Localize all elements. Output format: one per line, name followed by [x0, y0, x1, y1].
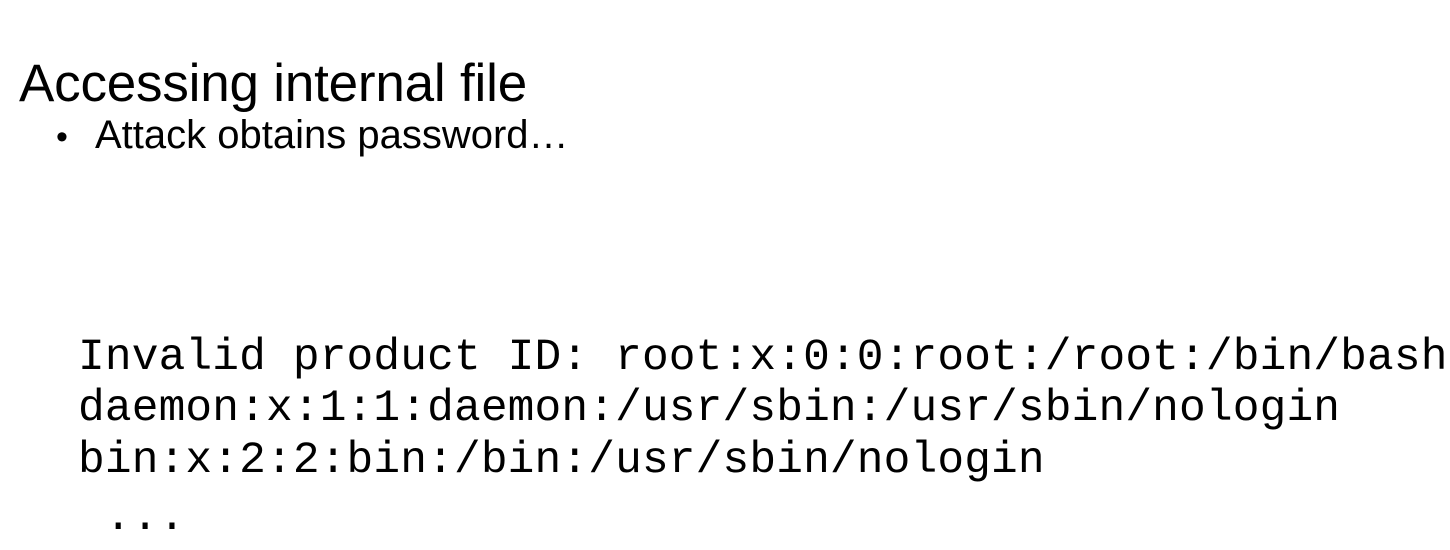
list-item: • Attack obtains password…: [56, 112, 569, 159]
code-line: Invalid product ID: root:x:0:0:root:/roo…: [78, 332, 1448, 383]
bullet-item-label: Attack obtains password…: [95, 113, 569, 157]
code-line: bin:x:2:2:bin:/bin:/usr/sbin/nologin: [78, 435, 1045, 486]
bullet-list: • Attack obtains password…: [56, 112, 569, 159]
code-line: daemon:x:1:1:daemon:/usr/sbin:/usr/sbin/…: [78, 384, 1341, 434]
code-line-ellipsis: ...: [78, 493, 186, 543]
page-title: Accessing internal file: [19, 53, 527, 113]
bullet-point-icon: •: [56, 118, 68, 156]
code-block: Invalid product ID: root:x:0:0:root:/roo…: [78, 333, 1448, 545]
